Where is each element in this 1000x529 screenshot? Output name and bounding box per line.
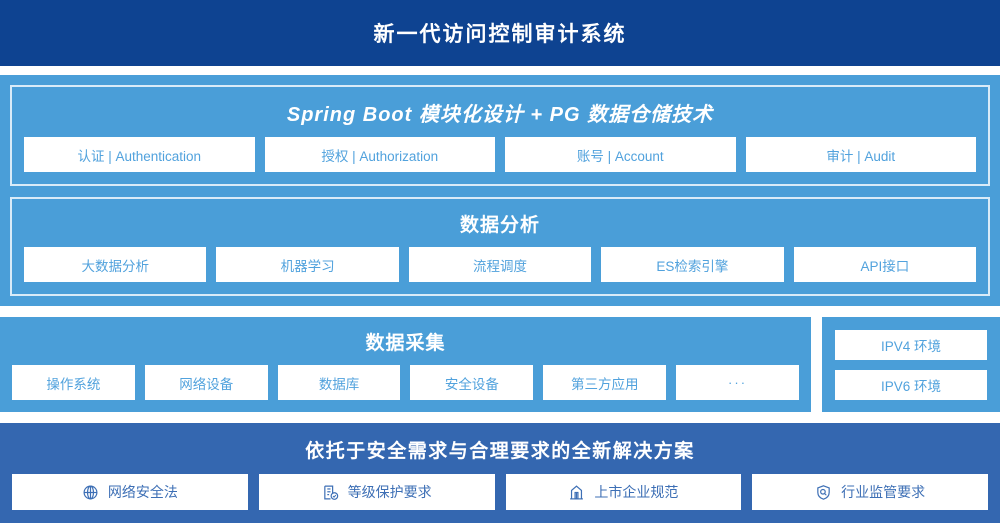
group-spring-boot-items: 认证 | Authentication 授权 | Authorization 账…: [24, 137, 976, 172]
chip-listed-company-standards[interactable]: 上市企业规范: [505, 474, 742, 510]
chip-es-search-engine[interactable]: ES检索引擎: [601, 247, 784, 282]
chip-industry-regulation[interactable]: 行业监管要求: [752, 474, 988, 510]
environment-panel: IPV4 环境 IPV6 环境: [822, 317, 1000, 412]
chip-authentication[interactable]: 认证 | Authentication: [24, 137, 255, 172]
chip-industry-regulation-label: 行业监管要求: [841, 484, 926, 500]
collection-section: 数据采集 操作系统 网络设备 数据库 安全设备 第三方应用 ··· IPV4 环…: [0, 317, 1000, 412]
compliance-section: 依托于安全需求与合理要求的全新解决方案 网络安全法: [0, 423, 1000, 523]
group-data-analysis: 数据分析 大数据分析 机器学习 流程调度 ES检索引擎 API接口: [10, 197, 990, 296]
shield-search-icon: [815, 484, 832, 501]
chip-audit[interactable]: 审计 | Audit: [745, 137, 976, 172]
chip-account[interactable]: 账号 | Account: [505, 137, 736, 172]
chip-ipv6-environment[interactable]: IPV6 环境: [835, 369, 987, 400]
page-title: 新一代访问控制审计系统: [373, 23, 627, 46]
spacer-header: [0, 66, 1000, 75]
spacer-collection: [0, 412, 1000, 423]
chip-process-scheduling[interactable]: 流程调度: [408, 247, 592, 282]
chip-machine-learning[interactable]: 机器学习: [216, 247, 399, 282]
bank-building-icon: [568, 484, 585, 501]
platform-section: Spring Boot 模块化设计 + PG 数据仓储技术 认证 | Authe…: [0, 75, 1000, 306]
chip-cybersecurity-law-label: 网络安全法: [107, 484, 178, 500]
chip-classified-protection[interactable]: 等级保护要求: [258, 474, 495, 510]
chip-listed-company-standards-label: 上市企业规范: [594, 484, 679, 500]
data-collection-items: 操作系统 网络设备 数据库 安全设备 第三方应用 ···: [12, 365, 799, 400]
document-check-icon: [322, 484, 339, 501]
chip-third-party-app[interactable]: 第三方应用: [543, 365, 667, 400]
chip-ipv4-environment[interactable]: IPV4 环境: [835, 329, 987, 360]
chip-authorization[interactable]: 授权 | Authorization: [264, 137, 495, 172]
globe-icon: [82, 484, 99, 501]
chip-security-device[interactable]: 安全设备: [410, 365, 534, 400]
group-spring-boot: Spring Boot 模块化设计 + PG 数据仓储技术 认证 | Authe…: [10, 85, 990, 186]
compliance-title: 依托于安全需求与合理要求的全新解决方案: [305, 441, 695, 462]
chip-cybersecurity-law[interactable]: 网络安全法: [12, 474, 248, 510]
chip-network-device[interactable]: 网络设备: [144, 365, 268, 400]
data-collection-title: 数据采集: [365, 333, 446, 354]
compliance-items: 网络安全法 等级保护要求: [12, 474, 988, 510]
group-data-analysis-title: 数据分析: [459, 215, 540, 236]
spacer-platform: [0, 306, 1000, 317]
chip-classified-protection-label: 等级保护要求: [347, 484, 432, 500]
chip-database[interactable]: 数据库: [277, 365, 401, 400]
group-spring-boot-title: Spring Boot 模块化设计 + PG 数据仓储技术: [286, 104, 714, 126]
group-data-analysis-items: 大数据分析 机器学习 流程调度 ES检索引擎 API接口: [24, 247, 977, 282]
chip-api-interface[interactable]: API接口: [793, 247, 977, 282]
header-bar: 新一代访问控制审计系统: [0, 0, 1000, 66]
chip-operating-system[interactable]: 操作系统: [12, 365, 135, 400]
data-collection-panel: 数据采集 操作系统 网络设备 数据库 安全设备 第三方应用 ···: [0, 317, 811, 412]
chip-big-data-analysis[interactable]: 大数据分析: [24, 247, 207, 282]
chip-more[interactable]: ···: [676, 365, 799, 400]
